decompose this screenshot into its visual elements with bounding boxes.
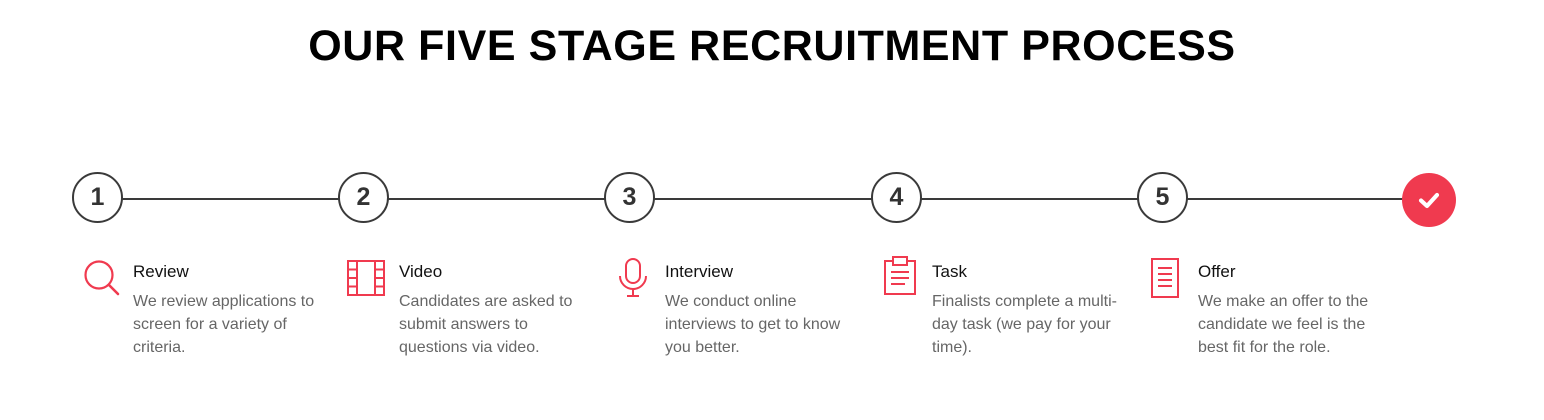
- film-icon: [347, 260, 385, 296]
- step-1-number: 1: [72, 172, 123, 223]
- step-2-title: Video: [399, 262, 443, 281]
- step-4-title: Task: [932, 262, 967, 281]
- step-4-number: 4: [871, 172, 922, 223]
- timeline-line: [98, 198, 1428, 200]
- clipboard-icon: [884, 256, 916, 295]
- step-1-title: Review: [133, 262, 189, 281]
- page-title: OUR FIVE STAGE RECRUITMENT PROCESS: [308, 22, 1236, 70]
- step-1-description: We review applications to screen for a v…: [133, 293, 315, 356]
- step-3-title: Interview: [665, 262, 734, 281]
- search-icon: [84, 260, 120, 296]
- step-4-description: Finalists complete a multi-day task (we …: [932, 293, 1117, 356]
- step-2-number: 2: [338, 172, 389, 223]
- step-5-title: Offer: [1198, 262, 1236, 281]
- step-2-description: Candidates are asked to submit answers t…: [399, 293, 573, 356]
- complete-node: [1402, 173, 1456, 227]
- step-3-description: We conduct online interviews to get to k…: [665, 293, 841, 356]
- step-5-description: We make an offer to the candidate we fee…: [1198, 293, 1369, 356]
- document-icon: [1151, 258, 1179, 298]
- checkmark-icon: [1418, 192, 1440, 209]
- microphone-icon: [619, 258, 647, 297]
- step-3-number: 3: [604, 172, 655, 223]
- step-5-number: 5: [1137, 172, 1188, 223]
